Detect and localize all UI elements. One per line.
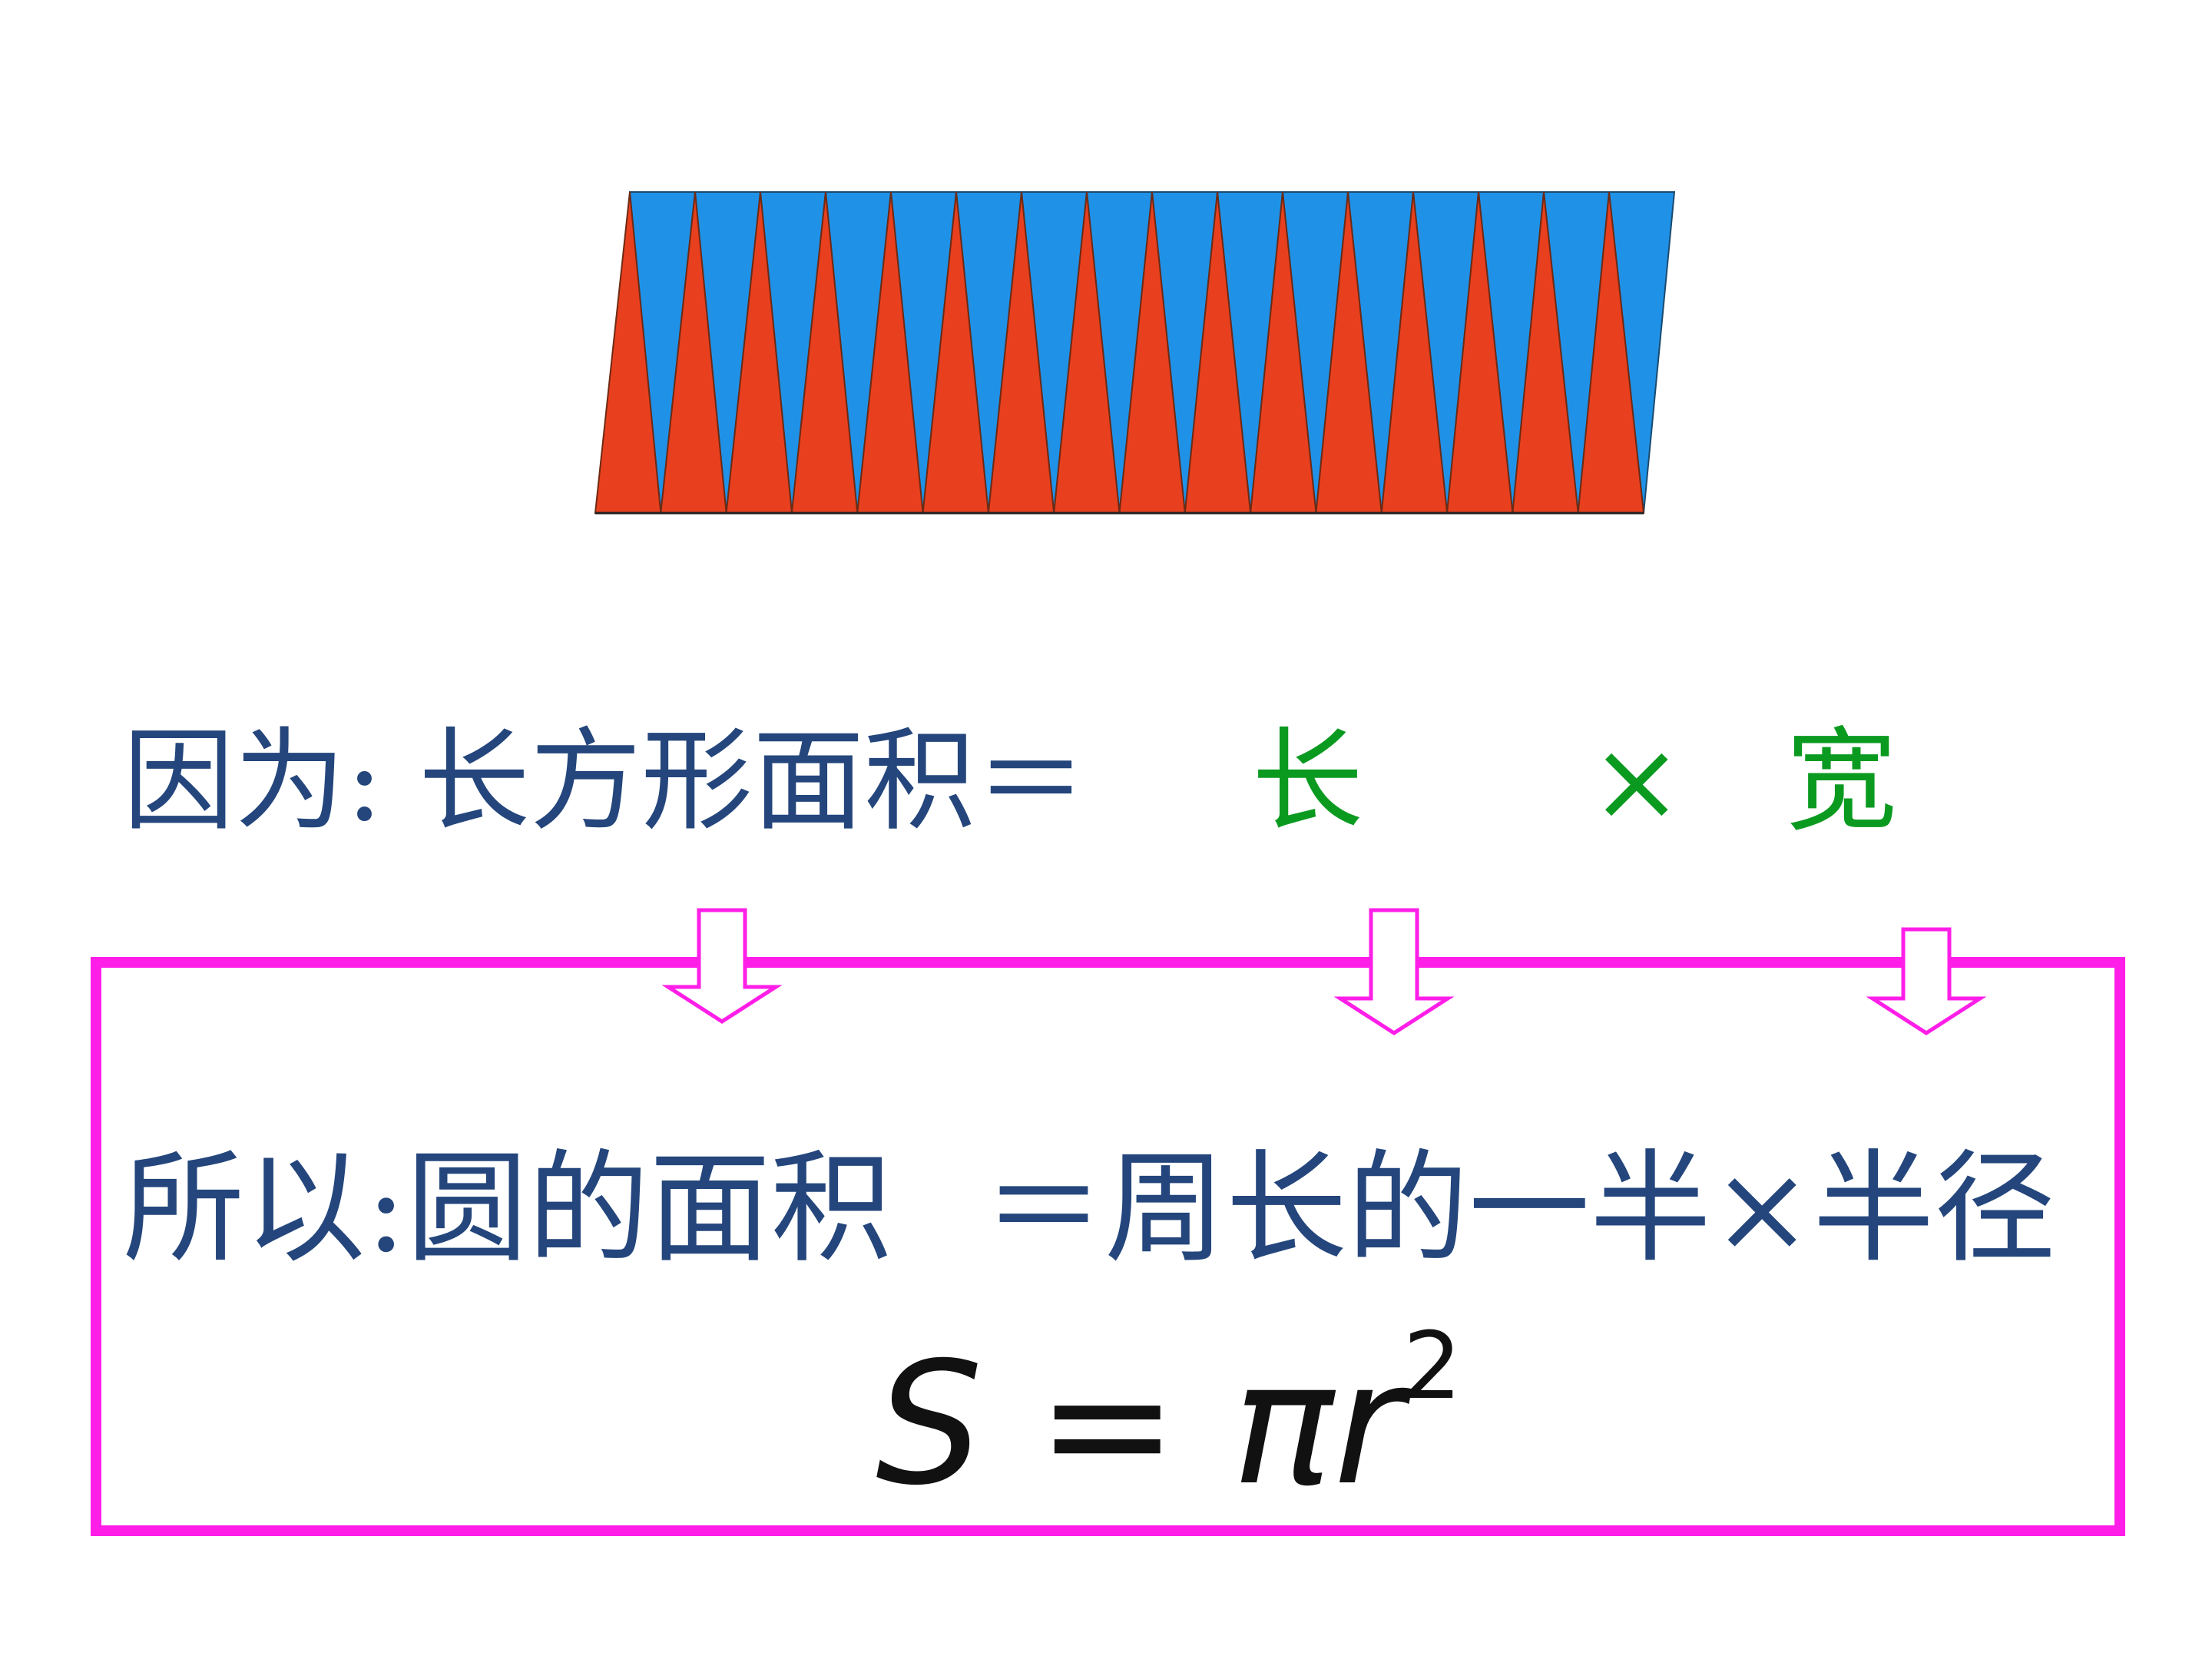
arrow-3	[1866, 927, 1987, 1035]
formula-rhs: πr	[1231, 1326, 1403, 1522]
area-formula: S = πr2	[876, 1321, 1462, 1509]
width-label: 宽	[1786, 717, 1897, 846]
arrow-1	[661, 908, 783, 1024]
arrow-2	[1333, 908, 1455, 1035]
circle-area-prefix: 所以:圆的面积	[123, 1138, 892, 1280]
formula-lhs: S	[876, 1326, 983, 1522]
formula-equals: =	[1036, 1326, 1178, 1522]
circle-area-equation: ＝周长的一半×半径	[983, 1138, 2056, 1280]
rectangle-area-prefix: 因为: 长方形面积＝	[123, 717, 1087, 846]
length-label: 长	[1252, 717, 1363, 846]
formula-exponent: 2	[1402, 1313, 1462, 1420]
times-symbol: ×	[1590, 717, 1684, 846]
sector-triangles	[594, 191, 1676, 515]
result-box	[91, 957, 2125, 1536]
